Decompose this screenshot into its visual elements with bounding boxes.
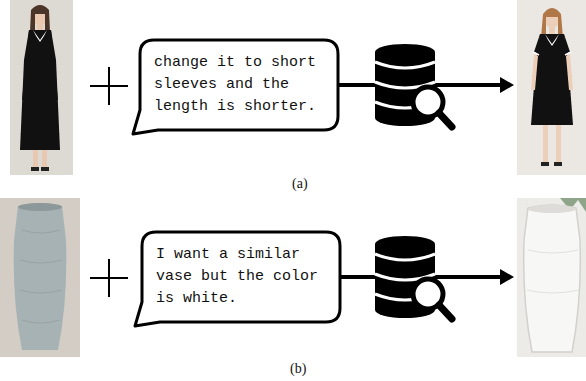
- plus-sign: [90, 67, 128, 105]
- source-dress-photo: [10, 0, 73, 175]
- speech-bubble: change it to short sleeves and the lengt…: [140, 40, 338, 130]
- request-text: change it to short sleeves and the lengt…: [154, 52, 324, 118]
- result-dress-photo: [517, 0, 586, 175]
- panel-label: (a): [292, 176, 308, 192]
- database-search-arrow: [338, 44, 514, 127]
- result-vase-photo: [517, 198, 586, 357]
- database-search-arrow: [338, 236, 514, 319]
- source-vase-photo: [0, 198, 80, 357]
- plus-sign: [90, 259, 128, 297]
- panel-label: (b): [290, 361, 306, 377]
- speech-bubble: I want a similar vase but the color is w…: [142, 232, 340, 322]
- request-text: I want a similar vase but the color is w…: [156, 244, 326, 310]
